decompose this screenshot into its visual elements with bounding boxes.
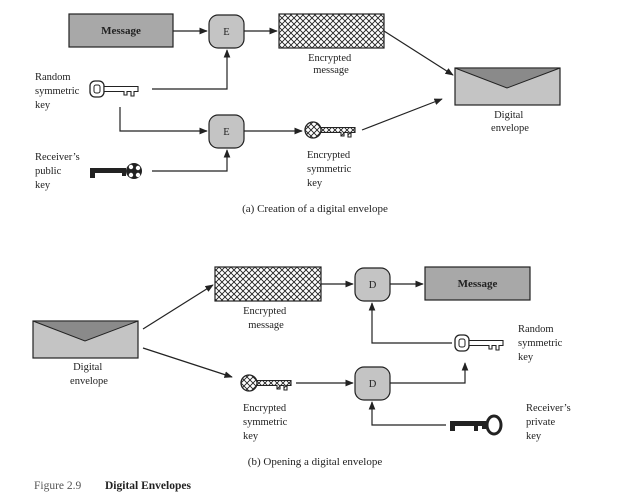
message-box-label: Message [458, 278, 498, 290]
random-key-label: Random symmetric key [518, 324, 565, 363]
decrypt-node-2-label: D [369, 379, 377, 390]
digital-envelope-label: Digital envelope [491, 110, 529, 134]
creation-caption: (a) Creation of a digital envelope [242, 203, 388, 215]
encrypted-key-label: Encrypted symmetric key [307, 150, 354, 189]
encrypt-node-1-label: E [223, 27, 229, 38]
encrypted-key-icon [240, 374, 292, 392]
encrypted-message-box [278, 13, 385, 49]
figure-title: Digital Envelopes [105, 480, 191, 492]
creation-arrows [119, 27, 454, 172]
encrypted-message-label: Encrypted message [243, 306, 289, 331]
decrypt-node-2: D [354, 366, 391, 401]
receiver-private-key-label: Receiver’s private key [526, 403, 573, 442]
message-box: Message [68, 13, 174, 48]
creation-diagram: Message E Encrypted message Digital enve… [35, 13, 561, 215]
decrypt-node-1-label: D [369, 280, 377, 291]
figure-number: Figure 2.9 [34, 480, 82, 492]
encrypted-key-icon [304, 121, 356, 139]
encrypted-message-label: Encrypted message [308, 53, 354, 76]
encrypted-message-box [214, 266, 322, 302]
symmetric-key-icon [454, 334, 504, 352]
receiver-public-key-label: Receiver’s public key [35, 152, 82, 191]
encrypt-node-1: E [208, 14, 245, 49]
digital-envelope-label: Digital envelope [70, 362, 108, 387]
public-key-icon [90, 163, 142, 179]
encrypt-node-2-label: E [223, 127, 229, 138]
random-key-label: Random symmetric key [35, 72, 82, 111]
decrypt-node-1: D [354, 267, 391, 302]
private-key-icon [450, 414, 503, 436]
opening-diagram: Digital envelope Encrypted message D Mes… [32, 266, 573, 468]
encrypt-node-2: E [208, 114, 245, 149]
symmetric-key-icon [89, 80, 139, 98]
digital-envelope-icon [454, 67, 561, 106]
message-box-label: Message [101, 25, 141, 37]
opening-arrows [142, 280, 469, 426]
digital-envelope-icon [32, 320, 139, 359]
opening-caption: (b) Opening a digital envelope [248, 456, 383, 468]
message-box: Message [424, 266, 531, 301]
encrypted-key-label: Encrypted symmetric key [243, 403, 290, 442]
